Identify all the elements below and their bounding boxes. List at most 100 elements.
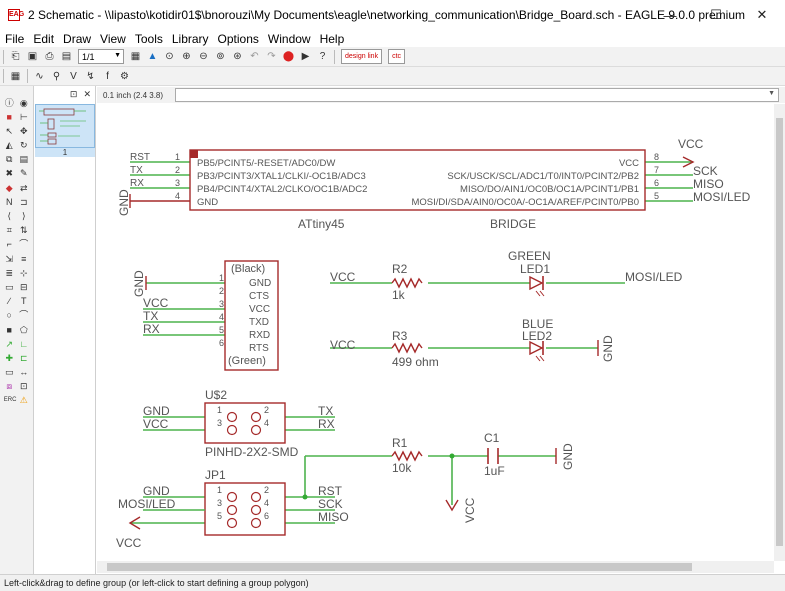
menu-view[interactable]: View bbox=[100, 31, 126, 46]
function-icon[interactable]: ↯ bbox=[86, 70, 95, 82]
fx-icon[interactable]: f bbox=[106, 70, 109, 82]
frame-icon[interactable]: ▭ bbox=[4, 367, 14, 378]
eye-icon[interactable]: ◉ bbox=[19, 97, 28, 108]
rectangle-icon[interactable]: ■ bbox=[6, 324, 12, 335]
optimize-icon[interactable]: ⌐ bbox=[6, 239, 12, 250]
label-icon[interactable]: ▭ bbox=[4, 281, 14, 292]
smash-icon[interactable]: ⌗ bbox=[6, 225, 12, 236]
erc-icon[interactable]: ERC bbox=[3, 397, 17, 404]
grid-icon[interactable]: ▦ bbox=[10, 70, 21, 82]
select-icon[interactable]: ↖ bbox=[5, 125, 14, 136]
magnify-icon[interactable]: ⚲ bbox=[52, 70, 61, 82]
settings-icon[interactable]: ⚙ bbox=[120, 70, 129, 82]
design-link-button[interactable]: design link bbox=[341, 49, 383, 64]
menu-library[interactable]: Library bbox=[171, 31, 209, 46]
attiny45-symbol[interactable] bbox=[129, 149, 646, 211]
undo-icon[interactable]: ↶ bbox=[250, 51, 259, 62]
junction-icon[interactable]: ✚ bbox=[5, 352, 14, 363]
command-input[interactable]: ▼ bbox=[175, 88, 779, 102]
resistor-r2[interactable] bbox=[391, 277, 423, 289]
invoke-icon[interactable]: ⇲ bbox=[5, 253, 14, 264]
open-icon[interactable]: ⎗ bbox=[11, 51, 20, 62]
horizontal-scrollbar[interactable] bbox=[97, 561, 774, 573]
close-button[interactable]: ✕ bbox=[756, 7, 768, 22]
wrench-icon[interactable]: ✎ bbox=[19, 168, 28, 179]
go-icon[interactable]: ▶ bbox=[301, 51, 310, 62]
save-icon[interactable]: ▣ bbox=[27, 51, 38, 62]
dimension-icon[interactable]: ↔ bbox=[19, 367, 29, 378]
redraw-icon[interactable]: ⊛ bbox=[233, 51, 242, 62]
value-icon[interactable]: V bbox=[70, 70, 77, 82]
warning-icon[interactable]: ⚠ bbox=[19, 395, 28, 406]
bus-icon[interactable]: ≣ bbox=[5, 267, 14, 278]
menu-edit[interactable]: Edit bbox=[33, 31, 55, 46]
pin-panel-icon[interactable]: ⊡ bbox=[69, 88, 78, 99]
ctc-button[interactable]: ctc bbox=[388, 49, 406, 64]
upload-icon[interactable]: ▲ bbox=[147, 51, 158, 62]
layers-icon[interactable]: ■ bbox=[6, 111, 12, 122]
arc-icon[interactable]: ⌒ bbox=[19, 310, 29, 321]
schematic-canvas[interactable]: RST TX RX 1 2 3 4 PB5/PCINT5/-RESET/ADC0… bbox=[97, 104, 774, 561]
capacitor-c1[interactable] bbox=[487, 448, 499, 464]
zoom-in-icon[interactable]: ⊕ bbox=[182, 51, 191, 62]
menu-window[interactable]: Window bbox=[267, 31, 311, 46]
stop-icon[interactable]: ⬤ bbox=[282, 51, 295, 62]
port-icon[interactable]: ⧈ bbox=[6, 381, 13, 392]
vertical-scroll-thumb[interactable] bbox=[776, 118, 783, 546]
minimize-button[interactable]: — bbox=[663, 7, 677, 23]
resistor-r1[interactable] bbox=[391, 450, 423, 462]
rotate-icon[interactable]: ↻ bbox=[19, 140, 28, 151]
replace-icon[interactable]: ⇄ bbox=[19, 182, 28, 193]
redo-icon[interactable]: ↷ bbox=[267, 51, 276, 62]
menu-options[interactable]: Options bbox=[217, 31, 259, 46]
close-panel-icon[interactable]: ✕ bbox=[83, 88, 91, 99]
chevron-down-icon[interactable]: ▼ bbox=[768, 90, 775, 97]
zoom-select-icon[interactable]: ⊚ bbox=[216, 51, 225, 62]
gate-icon[interactable]: ⊐ bbox=[19, 196, 28, 207]
mirror-icon[interactable]: ◭ bbox=[5, 140, 13, 151]
board-icon[interactable]: ▦ bbox=[130, 51, 141, 62]
mark-icon[interactable]: ⊢ bbox=[19, 111, 28, 122]
module-icon[interactable]: ⊡ bbox=[19, 381, 28, 392]
cam-icon[interactable]: ▤ bbox=[61, 51, 72, 62]
wire-icon[interactable]: ∟ bbox=[19, 338, 29, 349]
header-jp1-symbol[interactable] bbox=[143, 482, 286, 536]
menu-file[interactable]: File bbox=[5, 31, 25, 46]
copy-icon[interactable]: ⧉ bbox=[6, 154, 13, 165]
menu-draw[interactable]: Draw bbox=[63, 31, 92, 46]
net-icon[interactable]: ⊹ bbox=[19, 267, 28, 278]
ftdi-header-symbol[interactable] bbox=[145, 260, 279, 371]
led2-symbol[interactable] bbox=[529, 340, 545, 362]
header-u2-symbol[interactable] bbox=[204, 402, 286, 444]
menu-help[interactable]: Help bbox=[319, 31, 345, 46]
print-icon[interactable]: ⎙ bbox=[45, 51, 54, 62]
line-icon[interactable]: ∕ bbox=[8, 296, 10, 307]
attribute-icon[interactable]: ≡ bbox=[21, 253, 27, 264]
resistor-r3[interactable] bbox=[391, 342, 423, 354]
circle-icon[interactable]: ○ bbox=[6, 310, 12, 321]
polygon-icon[interactable]: ⬠ bbox=[19, 324, 28, 335]
add-part-icon[interactable]: ◆ bbox=[5, 182, 13, 193]
help-icon[interactable]: ? bbox=[319, 51, 326, 62]
name-icon[interactable]: N bbox=[6, 196, 13, 207]
bus-entry-icon[interactable]: ⊏ bbox=[19, 352, 28, 363]
arc-edit-icon[interactable]: ⌒ bbox=[19, 239, 29, 250]
vertical-scrollbar[interactable] bbox=[774, 104, 785, 561]
maximize-button[interactable]: ☐ bbox=[710, 7, 722, 22]
text-icon[interactable]: T bbox=[21, 296, 27, 307]
zoom-fit-icon[interactable]: ⊙ bbox=[165, 51, 174, 62]
pinswap-icon[interactable]: ⇅ bbox=[19, 225, 28, 236]
wire-style-icon[interactable]: ∿ bbox=[35, 70, 44, 82]
miter-icon[interactable]: ⟩ bbox=[21, 211, 26, 221]
ruler-icon[interactable]: ⊟ bbox=[19, 281, 28, 292]
menu-tools[interactable]: Tools bbox=[134, 31, 163, 46]
split-icon[interactable]: ⟨ bbox=[7, 211, 11, 221]
sheet-select[interactable]: 1/1 ▼ bbox=[78, 49, 124, 64]
horizontal-scroll-thumb[interactable] bbox=[107, 563, 692, 571]
delete-icon[interactable]: ✖ bbox=[5, 168, 14, 179]
zoom-out-icon[interactable]: ⊖ bbox=[199, 51, 208, 62]
pin-icon[interactable]: ↗ bbox=[5, 338, 14, 349]
paste-icon[interactable]: ▤ bbox=[19, 154, 28, 165]
info-icon[interactable]: ⓘ bbox=[4, 97, 14, 108]
sheet-thumbnail[interactable] bbox=[35, 104, 95, 148]
